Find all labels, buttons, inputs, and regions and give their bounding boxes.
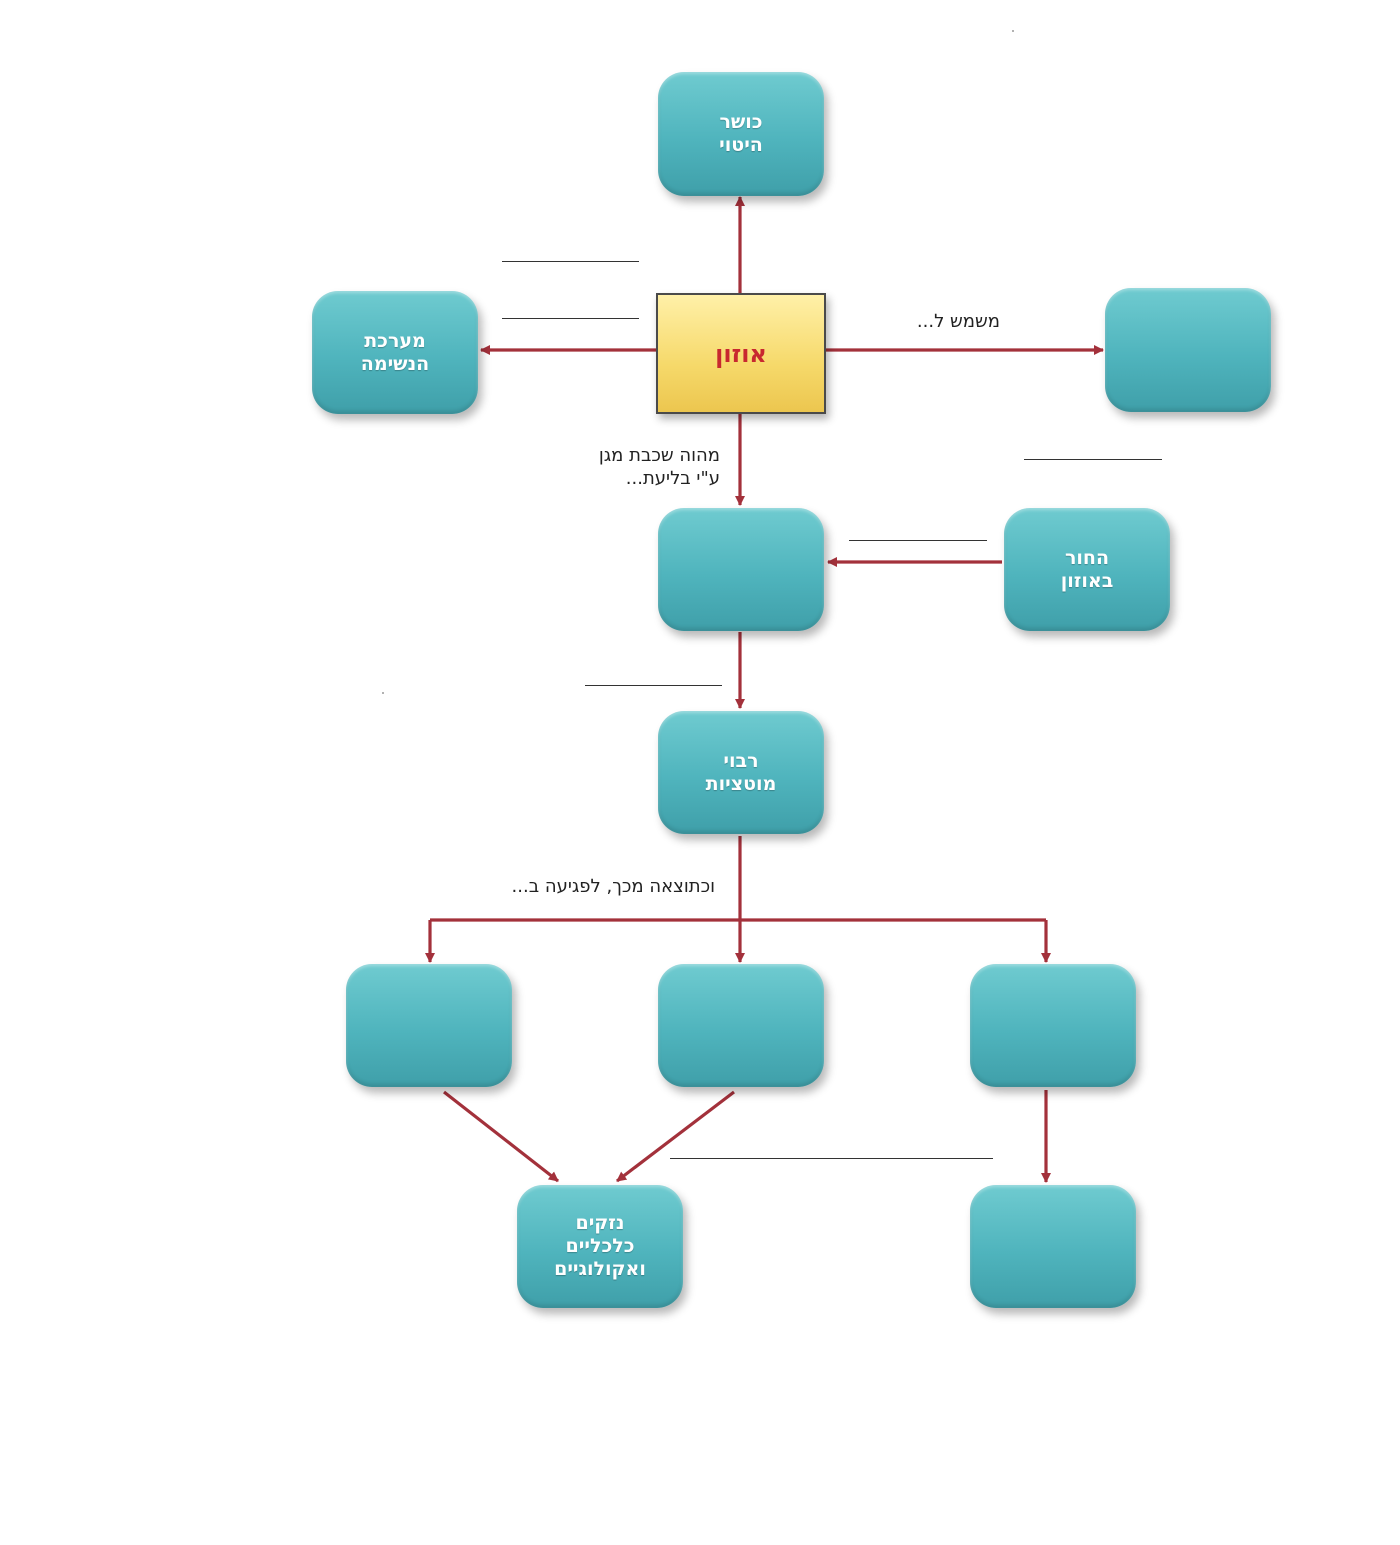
blank-line-right (1024, 459, 1162, 460)
blank-line-shield-to-mutations (585, 685, 722, 686)
edge-label-consequence: וכתוצאה מכך, לפגיעה ב... (511, 876, 715, 897)
edge-label-serves-as: משמש ל... (916, 311, 1000, 332)
scan-speck (382, 692, 384, 694)
blank-line-top-left-1 (502, 261, 639, 262)
node-ozone-center: אוזון (656, 293, 826, 414)
node-respiratory-system: מערכת הנשימה (312, 291, 478, 414)
node-effect-right-blank (970, 964, 1136, 1087)
node-effect-left-blank (346, 964, 512, 1087)
edge-label-shield-layer: מהוה שכבת מגן ע"י בליעת... (598, 445, 720, 489)
node-shield-blank (658, 508, 824, 631)
arrow-left-to-damages (443, 1090, 559, 1183)
node-bottom-right-blank (970, 1185, 1136, 1308)
node-damages: נזקים כלכליים ואקולוגיים (517, 1185, 683, 1308)
blank-line-hole-arrow (849, 540, 987, 541)
blank-line-bottom (670, 1158, 993, 1159)
arrow-mid-to-damages (616, 1090, 735, 1183)
node-mutations: רבוי מוטציות (658, 711, 824, 834)
scan-speck (1012, 30, 1014, 32)
node-right-blank (1105, 288, 1271, 412)
node-effect-mid-blank (658, 964, 824, 1087)
blank-line-top-left-2 (502, 318, 639, 319)
node-ozone-hole: החור באוזון (1004, 508, 1170, 631)
node-oxidation: כושר היטוי (658, 72, 824, 196)
